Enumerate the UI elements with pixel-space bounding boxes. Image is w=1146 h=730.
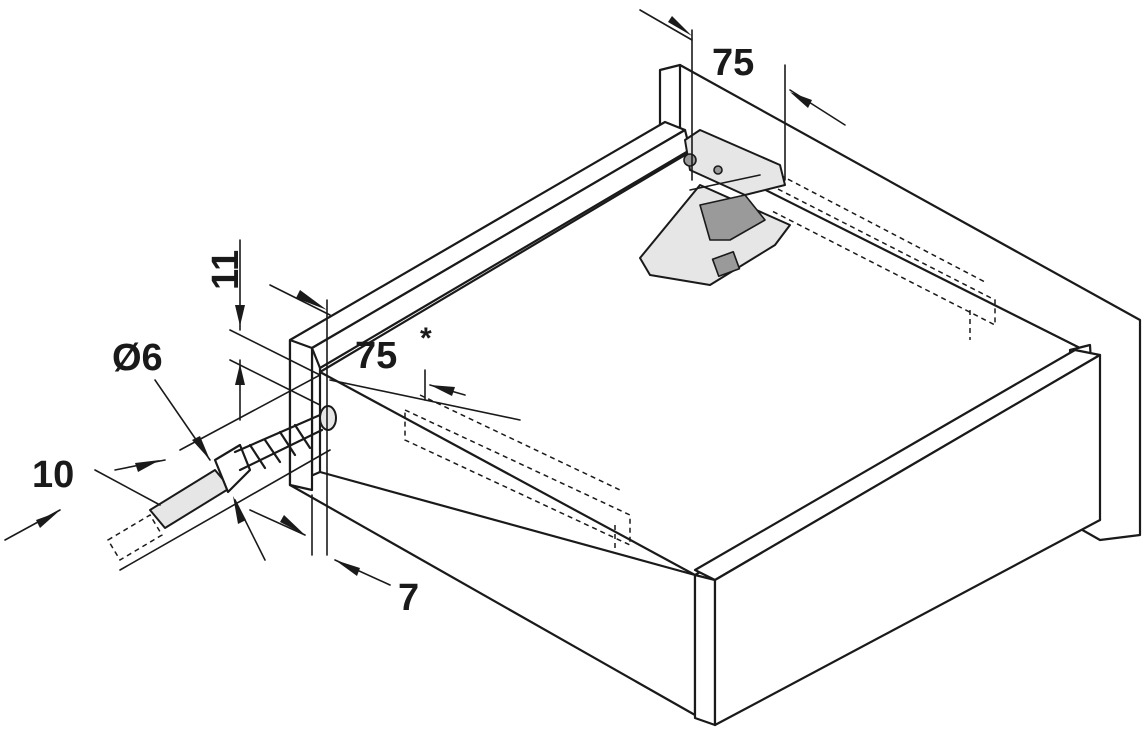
- locking-device: [639, 129, 791, 286]
- drill-depth-label: 10: [32, 454, 74, 496]
- dimension-arrows: [36, 16, 812, 576]
- panel-offset-label: 7: [398, 577, 419, 619]
- hole-height-label: 11: [205, 250, 247, 290]
- drill-diameter-label: Ø6: [112, 337, 163, 379]
- drill-bit: [106, 405, 337, 562]
- runner-hidden-lines: [404, 174, 996, 550]
- front-spacing-note: *: [420, 322, 432, 355]
- drawer-front-panel: [288, 338, 1102, 727]
- front-spacing-label: 75: [355, 335, 397, 377]
- top-spacing-label: 75: [712, 42, 754, 84]
